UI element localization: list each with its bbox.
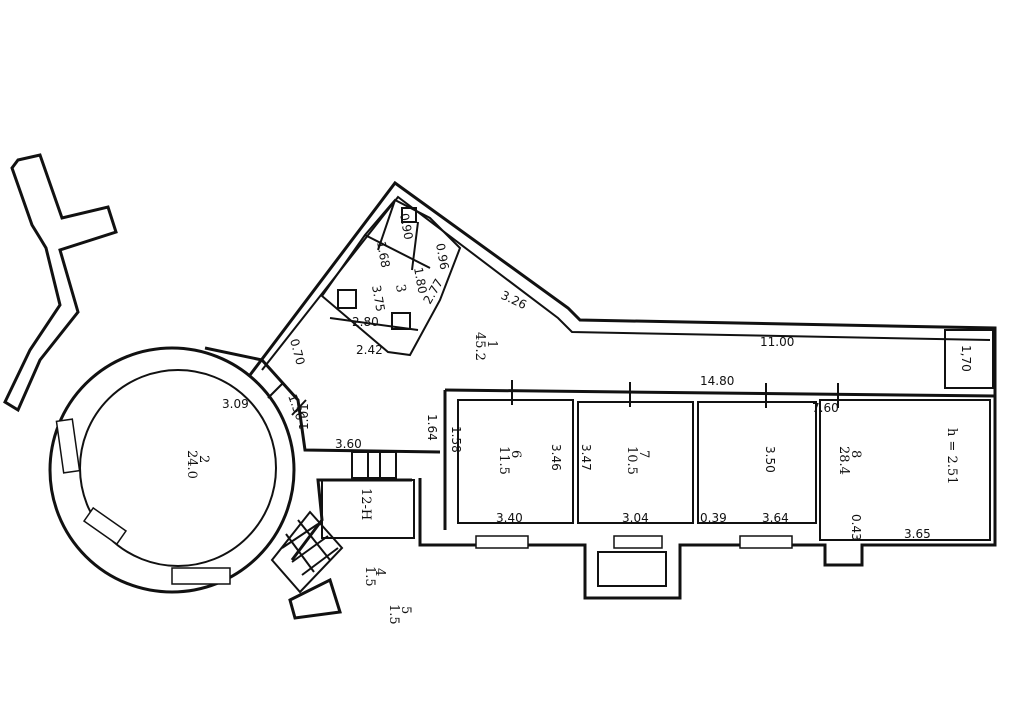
dim-2-80: 2.80	[352, 315, 379, 329]
sink-fixture	[391, 312, 411, 330]
balcony-box	[597, 551, 667, 587]
dim-3-46: 3.46	[549, 444, 563, 471]
bathroom-block	[320, 198, 462, 357]
dim-0-39: 0.39	[700, 511, 727, 525]
room-3-number: 3	[392, 283, 408, 294]
dim-1-58: 1.58	[449, 426, 463, 453]
dim-1-01: 1.01	[297, 403, 311, 430]
room-1-area: 45.2	[472, 332, 487, 361]
dim-3-09: 3.09	[222, 397, 249, 411]
round-to-hall-wall	[204, 346, 441, 454]
closet-170	[944, 329, 994, 389]
round-room-outer-wall	[48, 346, 296, 594]
dim-1-70: 1,70	[959, 345, 973, 372]
round-window-2	[82, 506, 128, 546]
dim-3-64: 3.64	[762, 511, 789, 525]
room-6-area: 11.5	[496, 446, 511, 475]
left-corridor-wall	[3, 153, 118, 413]
room-7-area: 10.5	[624, 446, 639, 475]
room-2-area: 24.0	[184, 450, 199, 479]
dim-0-43: 0.43	[849, 514, 863, 541]
door-3-60	[351, 451, 397, 479]
rooms-row-top	[444, 388, 996, 398]
room-6-walls	[457, 399, 574, 524]
room-4-number: 4	[372, 568, 387, 576]
dim-14-80: 14.80	[700, 374, 734, 388]
room-12n-label: 12-Н	[358, 488, 373, 520]
round-room-inner-wall	[79, 369, 277, 567]
room-8-walls	[819, 399, 991, 541]
round-window-1	[55, 418, 81, 474]
dim-3-75: 3.75	[369, 284, 387, 313]
dim-0-70: 0.70	[287, 337, 307, 366]
dim-1-80: 1.80	[411, 266, 429, 295]
round-window-3	[171, 567, 231, 585]
window-room-x	[739, 535, 793, 549]
dim-3-04: 3.04	[622, 511, 649, 525]
dim-0-96: 0.96	[433, 242, 451, 271]
room-8-area: 28.4	[836, 446, 851, 475]
dim-3-60: 3.60	[335, 437, 362, 451]
dim-11-00: 11.00	[760, 335, 794, 349]
window-room7	[613, 535, 663, 549]
dim-3-50: 3.50	[763, 446, 777, 473]
window-room6	[475, 535, 529, 549]
dim-7-60: 7.60	[812, 401, 839, 415]
staircase	[270, 510, 344, 594]
dim-1-64: 1.64	[425, 414, 439, 441]
ceiling-height-note: h = 2.51	[944, 428, 959, 484]
dim-0-90: 0.90	[397, 212, 415, 241]
room-5-number: 5	[398, 606, 413, 614]
room-2-number: 2	[196, 455, 211, 463]
room-1-number: 1	[484, 340, 499, 348]
stair-landing	[288, 577, 342, 620]
dim-1-68: 1.68	[374, 240, 392, 269]
dim-3-65: 3.65	[904, 527, 931, 541]
toilet-fixture	[401, 207, 417, 223]
hall-inner-top	[261, 195, 991, 371]
room-4-area: 1.5	[362, 566, 377, 587]
bath-fixture	[337, 289, 357, 309]
dim-3-47: 3.47	[579, 444, 593, 471]
room-7-number: 7	[636, 450, 651, 458]
room-5-area: 1.5	[386, 604, 401, 625]
room-6-number: 6	[508, 450, 523, 458]
dim-3-40: 3.40	[496, 511, 523, 525]
room-12n	[321, 479, 415, 539]
room-7-walls	[577, 401, 694, 524]
room-8-number: 8	[848, 450, 863, 458]
room-x-walls	[697, 401, 817, 524]
hall-outer-wall	[248, 180, 997, 600]
dim-2-42: 2.42	[356, 343, 383, 357]
